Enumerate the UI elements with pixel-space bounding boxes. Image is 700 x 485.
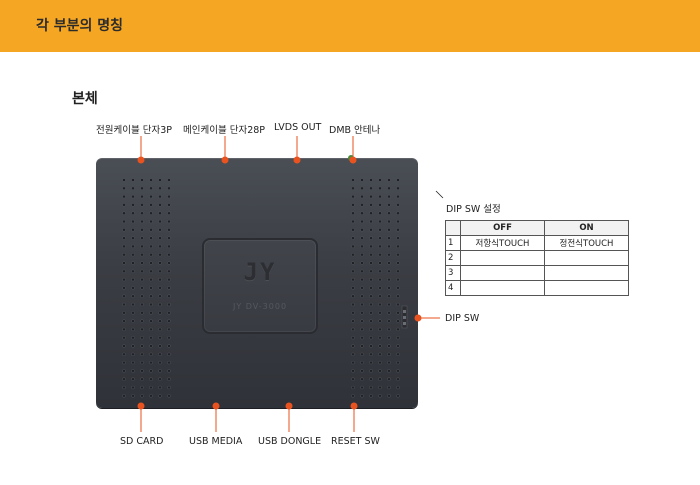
on-cell: [544, 265, 629, 281]
device-logo: JY: [243, 258, 277, 286]
vent-holes: [122, 178, 400, 398]
off-cell: [460, 250, 545, 266]
table-row: 1 저항식TOUCH 정전식TOUCH: [445, 235, 629, 251]
page-title: 각 부분의 명칭: [36, 18, 124, 34]
device-model: JY DV-3000: [232, 302, 288, 311]
section-title: 본체: [72, 91, 98, 107]
on-cell: [544, 280, 629, 296]
row-number: 3: [445, 265, 461, 281]
row-number: 1: [445, 235, 461, 251]
on-cell: [544, 250, 629, 266]
off-cell: [460, 265, 545, 281]
on-cell: 정전식TOUCH: [544, 235, 629, 251]
label-dmb-antenna: DMB 안테나: [329, 125, 381, 136]
page-header: 각 부분의 명칭: [0, 0, 700, 52]
label-usb-media: USB MEDIA: [189, 436, 243, 447]
row-number: 2: [445, 250, 461, 266]
label-main-cable: 메인케이블 단자28P: [183, 125, 266, 136]
table-row: 3: [445, 265, 629, 281]
label-reset-sw: RESET SW: [331, 436, 380, 447]
label-lvds-out: LVDS OUT: [274, 122, 322, 133]
device-body: JY JY DV-3000: [96, 158, 418, 408]
label-power-cable: 전원케이블 단자3P: [96, 125, 172, 136]
label-dip-sw: DIP SW: [445, 313, 480, 324]
label-usb-dongle: USB DONGLE: [258, 436, 322, 447]
off-cell: [460, 280, 545, 296]
logo-panel: JY JY DV-3000: [202, 238, 318, 334]
dip-switch-port: [400, 304, 410, 330]
off-cell: 저항식TOUCH: [460, 235, 545, 251]
table-header-row: OFF ON: [445, 220, 629, 236]
label-sd-card: SD CARD: [120, 436, 164, 447]
table-header-cell: [445, 220, 461, 236]
table-row: 4: [445, 280, 629, 296]
table-header-cell: OFF: [460, 220, 545, 236]
table-row: 2: [445, 250, 629, 266]
dip-settings-table: OFF ON 1 저항식TOUCH 정전식TOUCH 2 3 4: [445, 220, 629, 296]
dip-table-title: DIP SW 설정: [446, 204, 501, 215]
table-header-cell: ON: [544, 220, 629, 236]
row-number: 4: [445, 280, 461, 296]
